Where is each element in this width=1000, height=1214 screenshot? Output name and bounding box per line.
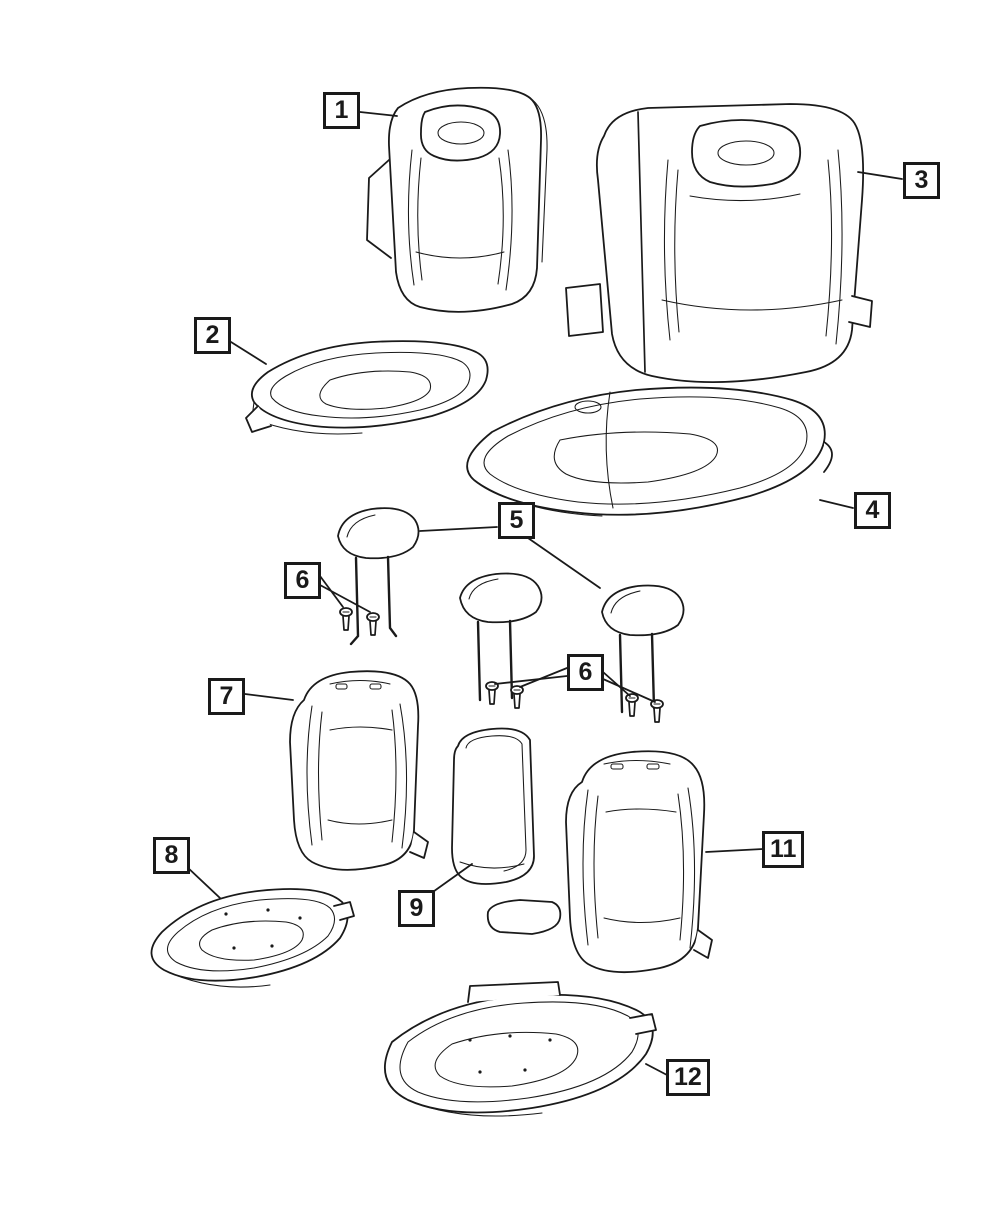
part-seat-back-cover-right xyxy=(565,103,873,384)
part-seat-cushion-left xyxy=(150,888,355,988)
part-armrest xyxy=(451,727,535,885)
part-headrest-left xyxy=(337,507,420,646)
callout-6-sleeves-left: 6 xyxy=(284,562,321,599)
callout-8-seat-cushion-left: 8 xyxy=(153,837,190,874)
part-seat-back-cover-left xyxy=(366,86,548,313)
part-headrest-sleeves xyxy=(339,607,664,723)
sleeve-grommet xyxy=(625,693,639,717)
part-headrest-right xyxy=(601,584,685,714)
callout-6-sleeves-right: 6 xyxy=(567,654,604,691)
part-seat-back-right xyxy=(486,750,713,974)
sleeve-grommet xyxy=(339,607,353,631)
leader-lines xyxy=(185,111,903,1076)
callout-7-seat-back-left: 7 xyxy=(208,678,245,715)
part-seat-back-left xyxy=(289,670,429,871)
sleeve-grommet xyxy=(366,612,380,636)
callout-9-armrest: 9 xyxy=(398,890,435,927)
callout-4-seat-cushion-cover-right: 4 xyxy=(854,492,891,529)
callout-2-seat-cushion-cover-left: 2 xyxy=(194,317,231,354)
sleeve-grommet xyxy=(650,699,664,723)
callout-3-seat-back-cover-right: 3 xyxy=(903,162,940,199)
sleeve-grommet xyxy=(510,685,524,709)
callout-12-seat-cushion-right: 12 xyxy=(666,1059,710,1096)
callout-1-seat-back-cover-left: 1 xyxy=(323,92,360,129)
part-seat-cushion-cover-right xyxy=(466,386,833,517)
sleeve-grommet xyxy=(485,681,499,705)
callout-11-seat-back-right: 11 xyxy=(762,831,805,868)
part-headrest-center xyxy=(459,572,543,702)
part-seat-cushion-cover-left xyxy=(245,340,489,435)
callout-5-headrests: 5 xyxy=(498,502,535,539)
part-seat-cushion-right xyxy=(383,981,657,1117)
